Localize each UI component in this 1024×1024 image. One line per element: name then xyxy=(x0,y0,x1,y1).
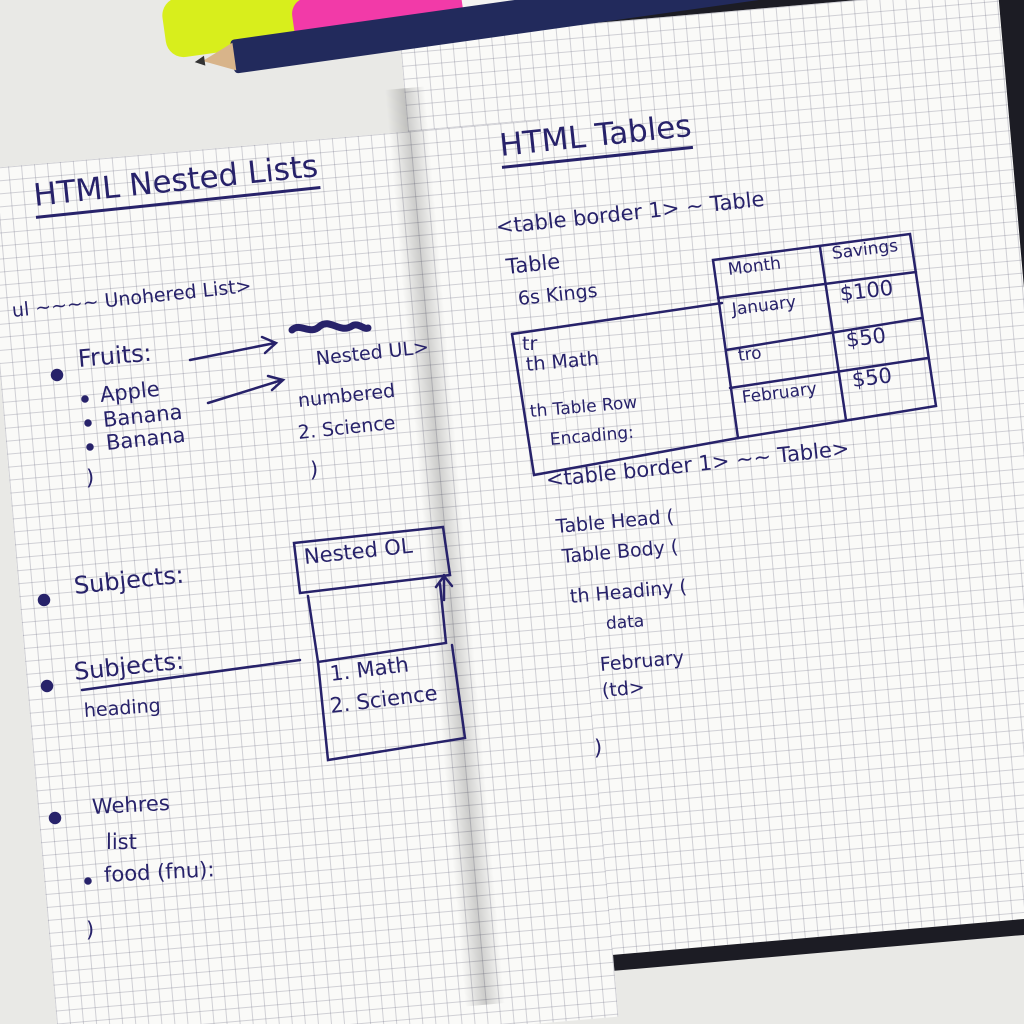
nested-ol-box xyxy=(292,525,452,595)
close-brace: ) xyxy=(86,918,95,942)
list-note: list xyxy=(106,830,137,854)
table-cell: $50 xyxy=(844,323,888,352)
close-brace: ) xyxy=(310,458,319,482)
table-outline xyxy=(711,232,938,440)
close-brace: ) xyxy=(86,466,95,490)
data-note: data xyxy=(605,611,645,634)
bullet-subjects-2 xyxy=(40,679,54,693)
wehres-note: Wehres xyxy=(91,790,171,819)
arrow-2 xyxy=(206,378,284,405)
bullet-fruits xyxy=(50,368,64,382)
bullet-subjects-1 xyxy=(37,593,51,607)
close-brace: ) xyxy=(594,736,603,760)
bullet-wehres xyxy=(48,811,62,825)
arrow-1 xyxy=(188,341,277,362)
table-cell: $50 xyxy=(850,363,894,392)
td-close-note: (td> xyxy=(601,676,646,702)
tr-label: tr xyxy=(522,333,538,355)
table-cell: tro xyxy=(736,343,763,366)
